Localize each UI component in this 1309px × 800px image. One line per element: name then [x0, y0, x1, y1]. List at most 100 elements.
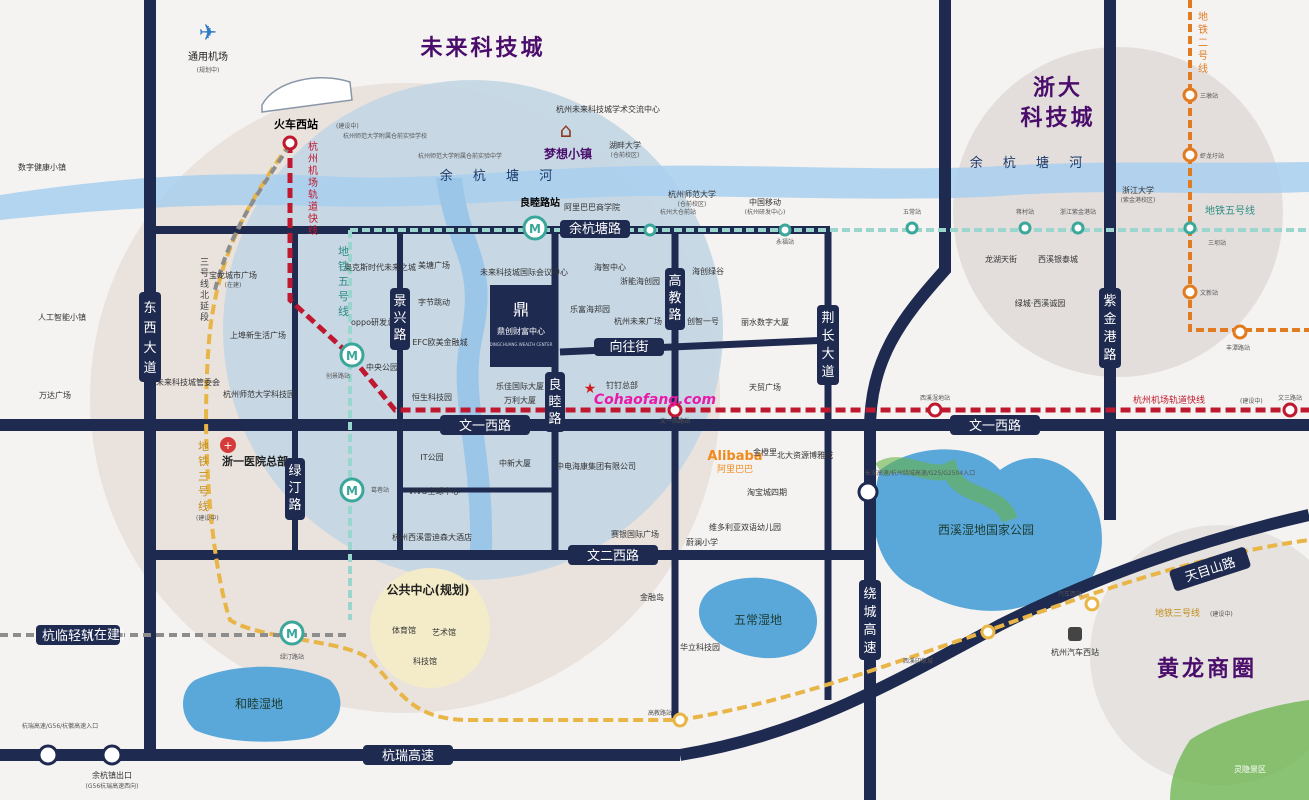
station-fengtan: 丰潭路站 — [1226, 344, 1250, 352]
zhongxin-label: 中新大厦 — [499, 458, 531, 468]
road-wenyi-west-l: 文一西路 — [459, 418, 511, 434]
station-wensan: 文三路站 — [1278, 394, 1302, 402]
road-hanglin: 杭临轻轨 — [42, 629, 94, 644]
line5-v-3: 五 — [338, 275, 349, 288]
station-wenxin: 文新站 — [1200, 289, 1218, 297]
lvcheng-label: 绿城·西溪诚园 — [1015, 298, 1066, 308]
saiyin-label: 赛银国际广场 — [611, 529, 659, 539]
project-sub: DINGCHUANG WEALTH CENTER — [490, 342, 553, 347]
svg-text:M: M — [346, 484, 358, 498]
xixi-yintai-label: 西溪银泰城 — [1038, 254, 1078, 264]
line3-ext-2: 号 — [200, 268, 209, 279]
airport-line-v-3: 机 — [308, 164, 318, 177]
hospital-label: 浙一医院总部 — [222, 454, 288, 468]
svg-text:M: M — [529, 222, 541, 236]
line5-v-1: 地 — [338, 245, 349, 258]
zheda-tech-city-title-2: 科技城 — [1020, 105, 1095, 131]
highway-mark-label: 长深高速/杭州绕城高速/G25/G2504入口 — [865, 469, 975, 477]
road-dongxi-1: 东 — [143, 301, 156, 316]
project-block[interactable] — [490, 285, 552, 367]
dream-town-title: 梦想小镇 — [544, 146, 592, 161]
station-sandun: 三墩站 — [1200, 92, 1218, 100]
line3-v-3: 三 — [198, 470, 209, 483]
road-lvding-2: 汀 — [288, 481, 301, 496]
road-zijingang-3: 港 — [1103, 330, 1116, 345]
zhongdian-label: 中电海康集团有限公司 — [556, 461, 636, 471]
longhu-label: 龙湖天街 — [985, 254, 1017, 264]
it-park-label: IT公园 — [420, 453, 443, 462]
watermark: Cohaofang.com — [594, 392, 716, 408]
efc-label: EFC欧美金融城 — [412, 337, 467, 347]
road-wenyi-west-r: 文一西路 — [969, 418, 1021, 434]
station-markers[interactable] — [37, 87, 1298, 766]
wuchang-wetland — [698, 577, 818, 659]
yuhang-exit-label: 余杭镇出口 — [92, 770, 132, 780]
place-labels: 数字健康小镇 人工智能小镇 万达广场 宝龙城市广场 (在建) 上埠新生活广场 未… — [18, 104, 1266, 790]
normal-a-label: 杭州师范大学附属仓前实验学校 — [343, 132, 427, 140]
station-gaojiao: 高教路站 — [648, 709, 672, 717]
huanglong-title: 黄龙商圈 — [1157, 656, 1257, 682]
normal-c-label: 杭州师范大学 — [668, 189, 716, 199]
station-lvting: 绿汀路站 — [280, 653, 304, 661]
airport-label: 通用机场 — [188, 50, 228, 63]
beida-label: 北大资源博雅城 — [777, 450, 833, 460]
haichuang-valley-label: 海创绿谷 — [692, 266, 724, 276]
lakeside-label: 湖畔大学 — [609, 140, 641, 150]
normal-c-note: (仓前校区) — [678, 200, 707, 208]
station-car-west: 汽车西站 — [1058, 590, 1082, 598]
road-jingchang-3: 大 — [821, 347, 834, 362]
station-xixi-yinxiang: 西溪印象城 — [903, 657, 933, 665]
road-raocheng-2: 城 — [863, 605, 876, 620]
zhe-haichuang-label: 浙能海创园 — [620, 276, 660, 286]
baolong-note: (在建) — [225, 281, 242, 289]
road-dongxi-4: 道 — [143, 361, 156, 376]
alibaba-label: 阿里巴巴 — [717, 464, 753, 475]
road-dongxi-3: 大 — [143, 341, 156, 356]
chuangzhi-label: 创智一号 — [687, 316, 719, 326]
road-zijingang-4: 路 — [1103, 347, 1116, 363]
road-dongxi-2: 西 — [143, 321, 156, 336]
line3-v-4: 号 — [198, 485, 209, 498]
line2-v-5: 线 — [1198, 62, 1208, 75]
project-logo-icon: 鼎 — [513, 300, 529, 319]
dream-town-icon: ⌂ — [560, 118, 573, 142]
road-jingxing-3: 路 — [393, 327, 406, 343]
bus-icon — [1068, 627, 1082, 641]
train-west-station-label: 火车西站 — [274, 117, 318, 131]
road-lvding-3: 路 — [288, 497, 301, 513]
lingyin-green — [1170, 700, 1309, 800]
weiduoli-label: 维多利亚双语幼儿园 — [709, 522, 781, 532]
line3-ext-1: 三 — [200, 258, 209, 268]
metro-hub-markers[interactable]: M M M M — [279, 215, 548, 646]
exchange-label: 杭州未来科技城学术交流中心 — [556, 104, 660, 114]
line3-ext-5: 延 — [200, 300, 209, 312]
aoke-label: 奥克斯时代未来之城 — [344, 262, 416, 272]
svg-text:M: M — [346, 349, 358, 363]
station-wenyi: 文一西路站 — [660, 417, 690, 425]
airport-line-v-7: 快 — [308, 213, 318, 225]
haichuang-label: 海智中心 — [594, 262, 626, 272]
svg-text:M: M — [286, 627, 298, 641]
zheda-tech-city-zone — [953, 47, 1283, 377]
line2-v-3: 二 — [1198, 38, 1208, 49]
rail-vertical-labels: 杭 州 机 场 轨 道 快 线 地 铁 五 号 线 地 铁 三 号 线 (建设中… — [196, 10, 1208, 522]
road-jingchang-1: 荆 — [821, 310, 834, 326]
wuchang-wetland-label: 五常湿地 — [734, 612, 782, 627]
station-liangmu: 良睦路站 — [520, 196, 560, 209]
line3-v-note: (建设中) — [196, 514, 219, 522]
road-raocheng-1: 绕 — [863, 587, 876, 602]
yuhang-exit-note: (G56杭瑞高速西向) — [86, 782, 139, 790]
xixi-hotel-label: 杭州西溪雷迪森大酒店 — [392, 532, 472, 542]
shangzhu-label: 上埠新生活广场 — [230, 330, 286, 340]
yuhangtang-river — [0, 162, 1309, 220]
road-jingxing-1: 景 — [393, 294, 406, 309]
road-liangmu-3: 路 — [548, 411, 561, 427]
project-name: 鼎创财富中心 — [497, 326, 545, 336]
line2-v-1: 地 — [1198, 10, 1208, 23]
future-tech-city-title: 未来科技城 — [420, 35, 545, 61]
river-branch — [436, 178, 493, 550]
svg-text:+: + — [223, 439, 232, 452]
hemu-wetland — [182, 666, 341, 742]
